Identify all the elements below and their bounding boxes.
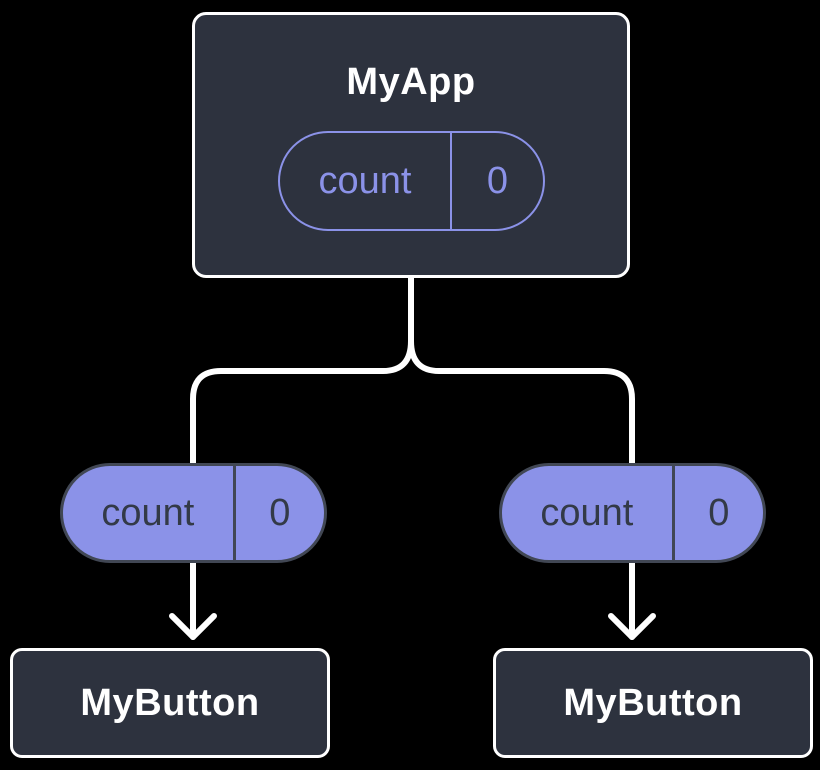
prop-pill-right: count 0 — [499, 463, 766, 563]
prop-pill-right-label: count — [502, 466, 675, 560]
connector-branch-right-line — [408, 267, 635, 473]
state-pill-myapp: count 0 — [277, 131, 545, 231]
connector-branch-left-line — [190, 267, 414, 473]
state-pill-value: 0 — [486, 159, 509, 202]
arrow-left-head-icon — [169, 613, 217, 640]
node-myapp-title: MyApp — [346, 61, 476, 103]
prop-pill-left-value: 0 — [269, 491, 291, 534]
node-mybutton-left-title: MyButton — [80, 682, 260, 724]
node-mybutton-right: MyButton — [493, 648, 813, 758]
state-pill-label: count — [280, 133, 453, 229]
node-mybutton-right-title: MyButton — [563, 682, 743, 724]
node-myapp: MyApp count 0 — [192, 12, 630, 278]
prop-pill-left-label: count — [63, 466, 236, 560]
prop-pill-left: count 0 — [60, 463, 327, 563]
node-mybutton-left: MyButton — [10, 648, 330, 758]
prop-pill-right-value: 0 — [708, 491, 730, 534]
arrow-right-head-icon — [608, 613, 656, 640]
